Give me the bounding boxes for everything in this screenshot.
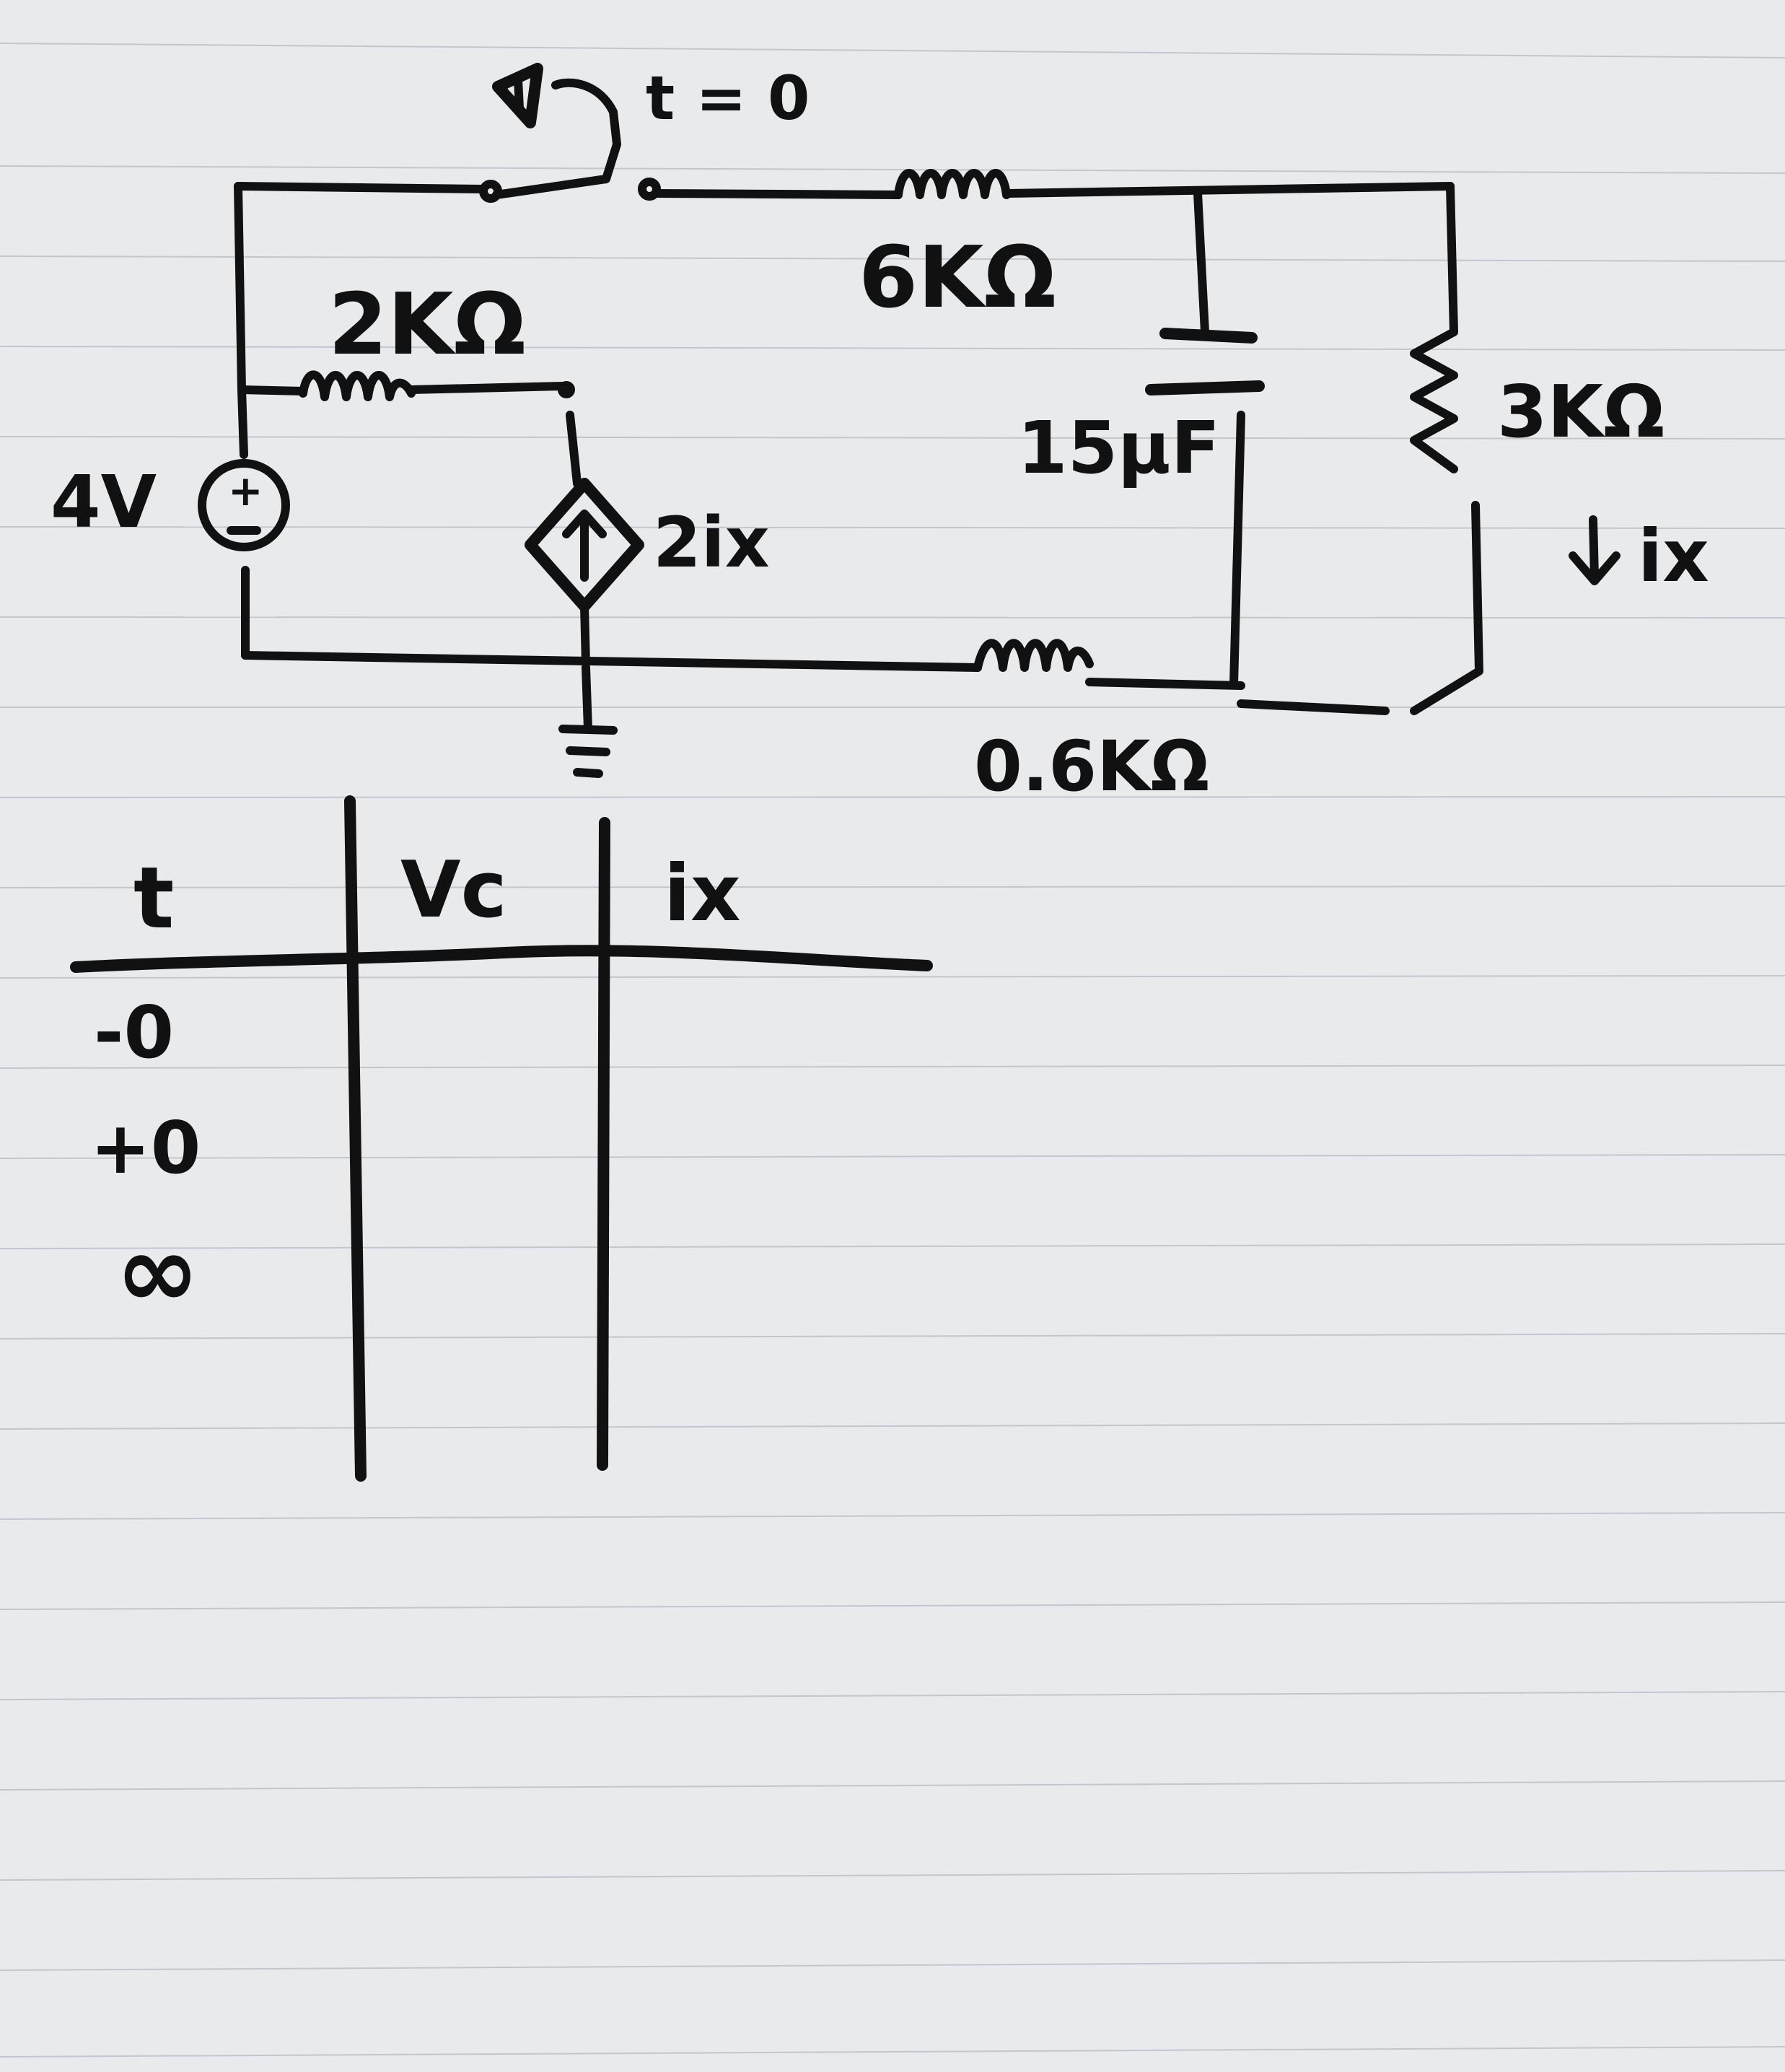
current-arrow — [1569, 515, 1620, 585]
resistor-3k — [1410, 328, 1458, 473]
voltage-source-label: 4V — [51, 460, 157, 544]
capacitor-plate-top — [1159, 328, 1258, 344]
top-wire-left — [234, 182, 488, 193]
cap-wire-top — [1193, 189, 1209, 336]
node-to-2k-wire — [237, 385, 307, 395]
dep-source-arrow — [562, 510, 607, 582]
dep-wire-top — [566, 411, 582, 488]
table-header-t: t — [133, 848, 174, 948]
resistor-3k-label: 3KΩ — [1497, 370, 1665, 454]
capacitor-plate-bottom — [1145, 380, 1265, 395]
table-col-divider-1 — [344, 795, 367, 1482]
bottom-wire-left — [241, 651, 982, 672]
top-wire-right — [1002, 182, 1455, 198]
table-header-ix: ix — [664, 849, 741, 939]
switch-blade — [492, 78, 621, 199]
results-table: t Vc ix -0 +0 ∞ — [70, 795, 933, 1482]
ground-symbol — [558, 725, 618, 778]
dep-source-label: 2ix — [653, 502, 770, 583]
resistor-06k — [973, 639, 1094, 672]
right-wire-bottom — [1410, 501, 1483, 715]
top-wire-mid — [652, 189, 903, 199]
resistor-2k — [299, 370, 416, 401]
voltage-source-4v — [198, 459, 290, 551]
table-header-rule — [70, 945, 933, 973]
table-row-t-plus0: +0 — [90, 1106, 201, 1190]
table-row-t-infinity: ∞ — [115, 1213, 200, 1331]
left-wire-mid — [237, 385, 248, 459]
switch-label: t = 0 — [646, 63, 810, 134]
voltage-source-plus: + — [228, 466, 263, 515]
resistor-06k-label: 0.6KΩ — [974, 726, 1209, 807]
dep-wire-bottom — [580, 602, 590, 668]
ground-wire — [582, 663, 592, 733]
table-header-vc: Vc — [400, 845, 507, 935]
dep-node-top — [558, 381, 575, 398]
table-col-divider-2 — [597, 817, 610, 1471]
left-wire-top — [234, 182, 246, 394]
2k-to-dep-wire — [407, 382, 567, 394]
capacitor-label: 15μF — [1017, 406, 1220, 490]
circuit-diagram: t = 0 6KΩ 15μF 3KΩ ix 2KΩ — [51, 63, 1709, 807]
bottom-wire-right — [1237, 699, 1390, 715]
right-wire-top — [1446, 182, 1458, 336]
switch-arrow-stem — [514, 75, 524, 113]
resistor-6k — [894, 169, 1011, 199]
table-row-t-minus0: -0 — [94, 990, 174, 1075]
current-label: ix — [1638, 514, 1709, 598]
bottom-wire-mid — [1085, 678, 1245, 690]
resistor-2k-label: 2KΩ — [328, 274, 526, 374]
paper-rule-lines — [0, 43, 1785, 2058]
resistor-6k-label: 6KΩ — [859, 227, 1056, 327]
cap-wire-bottom — [1229, 411, 1245, 689]
